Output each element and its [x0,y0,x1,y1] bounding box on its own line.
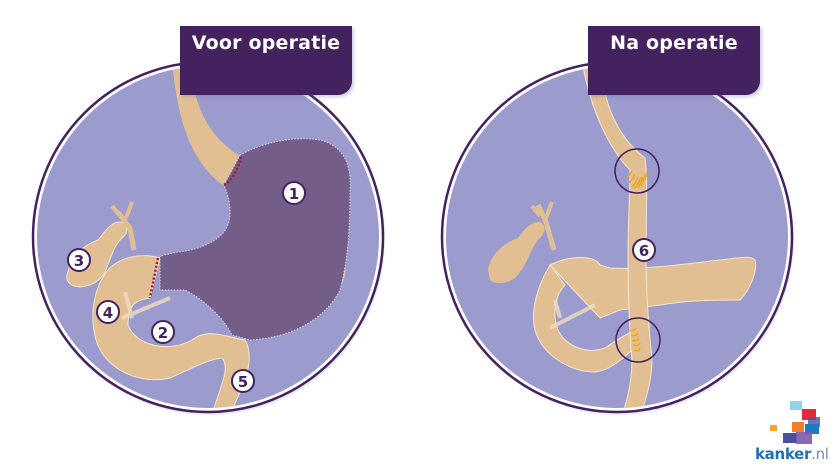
svg-text:4: 4 [103,304,113,322]
logo-text: kanker.nl [755,445,829,463]
title-after: Na operatie [610,32,738,54]
label-6: 6 [632,238,656,262]
stomach-before-illustration: 1 2 3 4 5 [31,60,385,415]
svg-text:6: 6 [639,242,649,260]
pancreas [549,256,757,319]
cut-line-bottom [148,257,160,299]
stomach-after-illustration: 6 [440,60,794,415]
label-1: 1 [282,181,306,205]
staples-bottom [629,327,641,352]
svg-text:2: 2 [158,324,168,342]
svg-text:1: 1 [289,185,299,203]
svg-text:3: 3 [74,252,84,270]
logo-squares-icon [770,401,820,444]
label-3: 3 [67,248,91,272]
anastomosis-top-circle [614,148,660,194]
kanker-nl-logo: kanker.nl [750,395,840,472]
title-before: Voor operatie [191,32,341,54]
background-circle [446,66,788,408]
anastomosis-bottom-circle [615,317,661,363]
svg-text:5: 5 [238,373,248,391]
label-5: 5 [231,369,255,393]
label-2: 2 [151,320,175,344]
panel-after-operation: 6 Na operatie [420,0,840,472]
label-4: 4 [96,300,120,324]
staples-top [626,170,648,189]
title-tab-before: Voor operatie [180,26,352,95]
panel-before-operation: 1 2 3 4 5 Voor operatie [31,26,385,415]
title-tab-after: Na operatie [588,26,760,95]
